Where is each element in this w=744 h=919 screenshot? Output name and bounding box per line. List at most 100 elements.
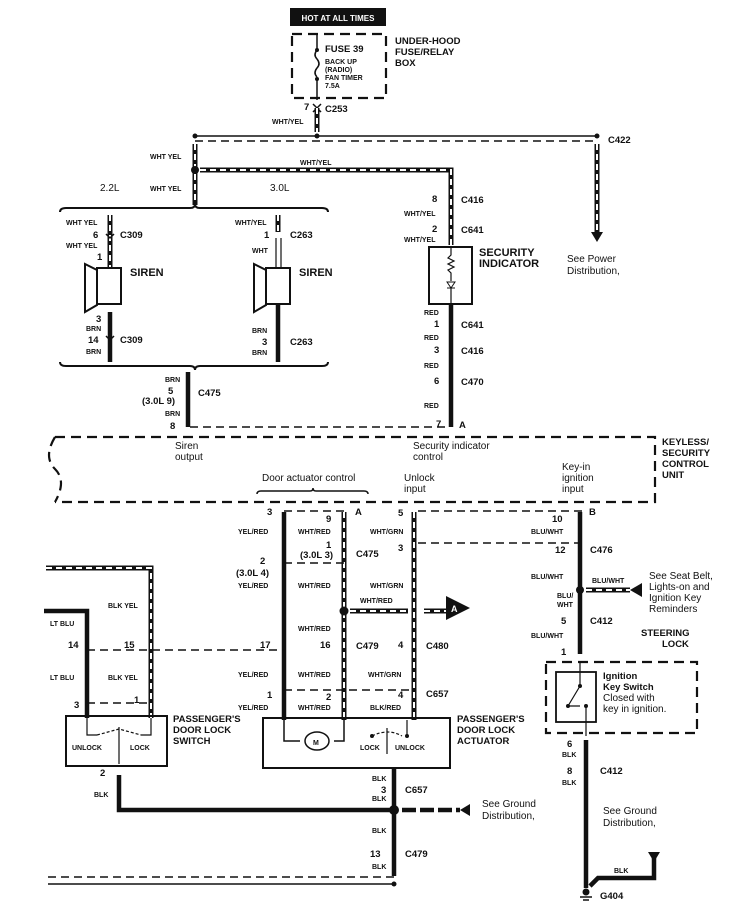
fuse-box-label: FUSE/RELAY	[395, 47, 455, 58]
ground-note: Distribution,	[482, 811, 535, 822]
pin-number: 6	[434, 376, 439, 387]
ignition-key-switch-icon	[555, 671, 597, 723]
unit-pin-label: Door actuator control	[262, 473, 355, 484]
wire-color: WHT/GRN	[368, 672, 401, 679]
arrow-a-icon	[446, 596, 470, 620]
connector-name: C476	[590, 545, 613, 556]
wire-color: BLU/WHT	[592, 578, 625, 585]
reminder-note: See Seat Belt,	[649, 571, 713, 582]
pin-number: 3	[398, 543, 403, 554]
connector-name: C641	[461, 225, 484, 236]
unit-label: CONTROL	[662, 459, 709, 470]
connector-name: C253	[325, 104, 348, 115]
actuator-label: ACTUATOR	[457, 736, 510, 747]
pin-number: 1	[264, 230, 270, 241]
arrow-a-label: A	[451, 604, 458, 614]
wire-color: RED	[424, 310, 439, 317]
power-dist-note: See Power	[567, 254, 617, 265]
wire-color: BRN	[252, 328, 267, 335]
wire-color: BLU/WHT	[531, 574, 564, 581]
ground-note: See Ground	[603, 806, 657, 817]
pin-number: 1	[267, 690, 273, 701]
connector-name: A	[355, 507, 362, 518]
indicator-label: INDICATOR	[479, 258, 539, 270]
pin-number: 14	[88, 335, 99, 346]
unit-label: UNIT	[662, 470, 684, 481]
connector-name: C479	[356, 641, 379, 652]
pin-number: 14	[68, 640, 79, 651]
wire-color: BRN	[86, 326, 101, 333]
connector-name: C263	[290, 337, 313, 348]
actuator-label: PASSENGER'S	[457, 714, 525, 725]
wire-color: RED	[424, 335, 439, 342]
unit-pin-label: output	[175, 452, 203, 463]
fuse-desc: BACK UP	[325, 59, 357, 66]
arrow-left-icon	[460, 804, 470, 816]
connector-name: C416	[461, 195, 484, 206]
wire-color: WHT/GRN	[370, 583, 403, 590]
wire-color: WHT/RED	[298, 583, 331, 590]
pin-number: 2	[432, 224, 437, 235]
motor-label: M	[313, 740, 319, 747]
wire-color: RED	[424, 403, 439, 410]
pin-number: 3	[267, 507, 272, 518]
pin-number: 7	[436, 419, 441, 430]
ignition-switch-label: key in ignition.	[603, 704, 666, 715]
wire-color: WHT YEL	[66, 243, 98, 250]
pin-number: 5	[168, 386, 174, 397]
wire-color: BLK	[372, 864, 386, 871]
reminder-note: Ignition Key	[649, 593, 701, 604]
wire-color: BLK	[372, 796, 386, 803]
pin-number: 6	[93, 230, 98, 241]
wire-color: BLK/RED	[370, 705, 401, 712]
unit-pin-label: ignition	[562, 473, 594, 484]
switch-label: DOOR LOCK	[173, 725, 231, 736]
siren-icon	[253, 262, 267, 314]
hot-label: HOT AT ALL TIMES	[302, 14, 376, 23]
wire-color: WHT/RED	[360, 598, 393, 605]
wire-color: WHT YEL	[150, 186, 182, 193]
unit-pin-label: Unlock	[404, 473, 436, 484]
siren-label: SIREN	[130, 267, 164, 279]
steering-lock-label: STEERING	[641, 628, 690, 639]
siren-3-0l: WHT/YEL 1 C263 WHT SIREN BRN 3 C263 BRN	[235, 215, 333, 362]
unit-label: KEYLESS/	[662, 437, 709, 448]
wire-color: WHT/RED	[298, 626, 331, 633]
wire-color: BLK	[372, 776, 386, 783]
pin-number: 15	[124, 640, 135, 651]
motor-icon	[304, 731, 330, 751]
arrow-down-icon	[648, 852, 660, 862]
ground-icon	[580, 888, 592, 901]
siren-label: SIREN	[299, 267, 333, 279]
connector-name: C412	[590, 616, 613, 627]
pin-number: 8	[170, 421, 175, 432]
door-lock-switch: BLK YEL LT BLU 14 15 LT BLU BLK YEL 3 1 …	[44, 565, 394, 813]
pin-number: 3	[434, 345, 439, 356]
pin-number: 1	[97, 252, 103, 263]
fuse-desc: (RADIO)	[325, 67, 352, 74]
reminder-note: Lights-on and	[649, 582, 710, 593]
connector-name: C412	[600, 766, 623, 777]
wire-color: BRN	[165, 377, 180, 384]
pin-number: 17	[260, 640, 271, 651]
fuse-box-label: UNDER-HOOD	[395, 36, 461, 47]
wire-color: BLK	[372, 828, 386, 835]
pin-number: 6	[567, 739, 572, 750]
pin-number: 2	[100, 768, 105, 779]
wire-color: RED	[424, 363, 439, 370]
wire-color: WHT/GRN	[370, 529, 403, 536]
pin-number: 3	[74, 700, 79, 711]
wire-color: WHT/RED	[298, 705, 331, 712]
wire-color: LT BLU	[50, 621, 74, 628]
led-icon	[446, 281, 456, 289]
ignition-switch-label: Ignition	[603, 671, 637, 682]
connector-name: C309	[120, 230, 143, 241]
unlock-input-wire: 5 WHT/GRN 3 WHT/GRN 4 C480 WHT/GRN 4 C65…	[368, 508, 584, 720]
pin-number: 3	[262, 337, 267, 348]
splice-point	[576, 586, 584, 594]
pin-number: 8	[432, 194, 437, 205]
fuse-box-label: BOX	[395, 58, 416, 69]
wire-color: BRN	[86, 349, 101, 356]
variant-label: 2.2L	[100, 183, 120, 194]
actuator-lock-label: LOCK	[360, 745, 380, 752]
